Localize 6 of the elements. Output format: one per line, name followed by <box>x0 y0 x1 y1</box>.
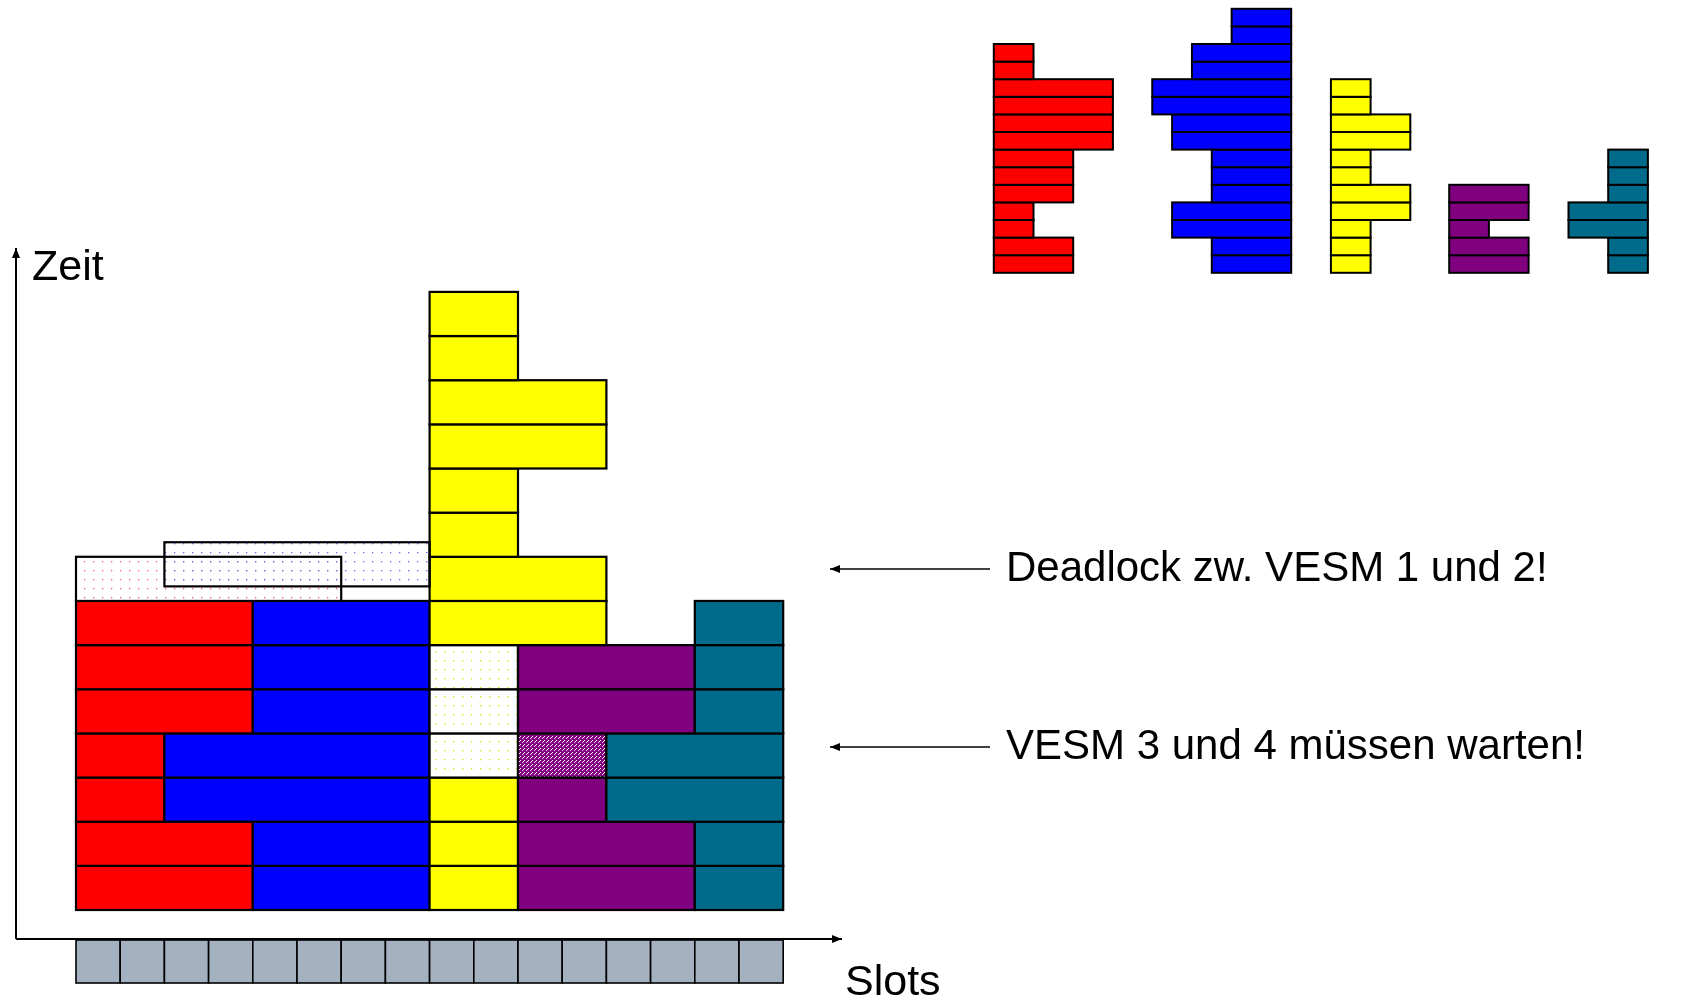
axis-label: Slots <box>845 955 941 1000</box>
axis-label: Zeit <box>32 240 104 290</box>
annotation-text: Deadlock zw. VESM 1 und 2! <box>990 542 1548 592</box>
leader-arrow <box>829 565 991 573</box>
annotation-text: VESM 3 und 4 müssen warten! <box>990 720 1585 770</box>
leader-arrow <box>829 743 991 751</box>
